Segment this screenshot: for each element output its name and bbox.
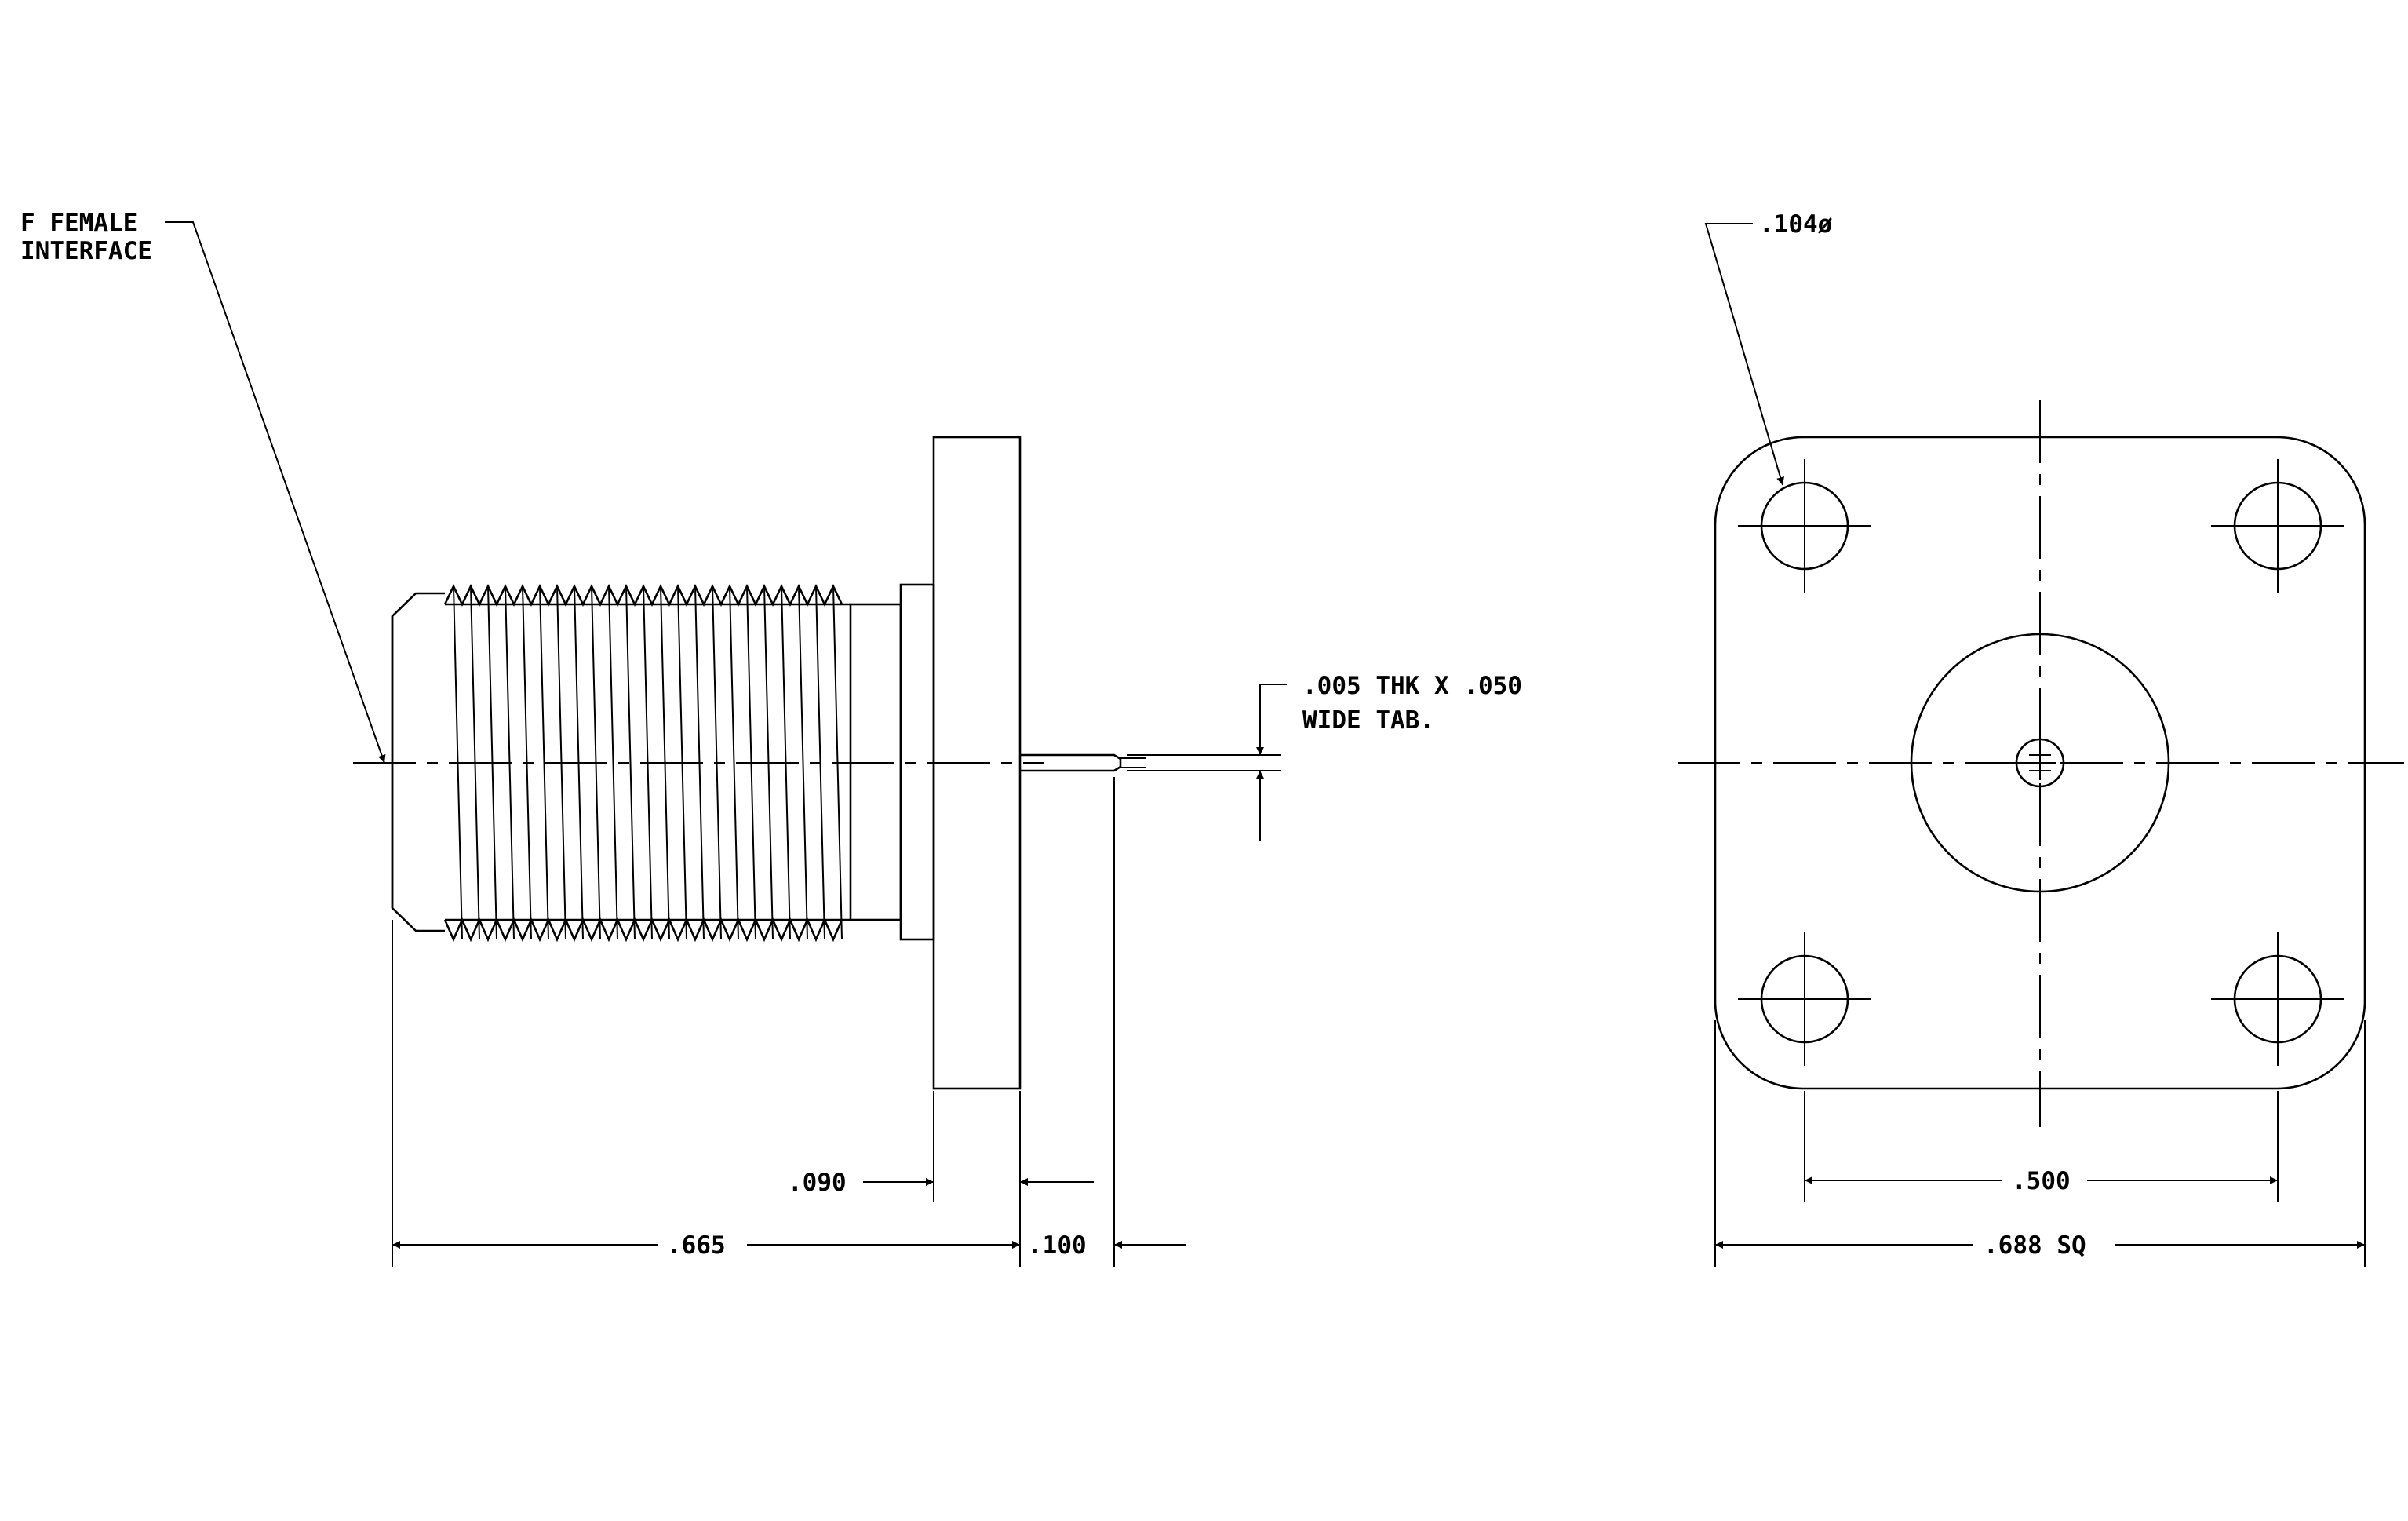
thread-line-6 — [556, 585, 566, 940]
side-view: .005 THK X .050 WIDE TAB. F FEMALE INTER… — [20, 209, 1522, 1267]
thread-line-10 — [625, 585, 636, 940]
thread-line-17 — [746, 585, 756, 940]
thread-line-7 — [574, 585, 584, 940]
thread-line-13 — [677, 585, 687, 940]
tab-callout: .005 THK X .050 WIDE TAB. — [1127, 672, 1522, 841]
threaded-body — [443, 583, 851, 943]
tab-callout-line1: .005 THK X .050 — [1302, 672, 1522, 700]
thread-line-3 — [505, 585, 515, 940]
mounting-hole-bottom-right — [2211, 932, 2344, 1066]
thread-line-19 — [781, 585, 791, 940]
mounting-hole-bottom-left — [1738, 932, 1871, 1066]
flange-side — [932, 436, 1022, 1090]
dim-tab-length-label: .100 — [1028, 1231, 1087, 1260]
tab-pin — [1020, 753, 1122, 772]
dim-hole-spacing-label: .500 — [2012, 1167, 2071, 1195]
mounting-hole-top-left — [1738, 459, 1871, 593]
dim-flange-square: .688 SQ — [1715, 1231, 2365, 1260]
dim-flange-square-label: .688 SQ — [1984, 1231, 2086, 1260]
thread-line-12 — [660, 585, 670, 940]
hole-callout: .104ø — [1704, 210, 1833, 486]
tab-callout-line2: WIDE TAB. — [1302, 706, 1434, 735]
body-circle — [1910, 633, 2170, 893]
interface-callout-line1: F FEMALE — [20, 209, 137, 237]
dim-flange-thickness-label: .090 — [788, 1169, 847, 1197]
thread-slant-lines — [453, 585, 843, 940]
front-view: .104ø .500 .688 SQ — [1678, 210, 2404, 1267]
interface-callout-line2: INTERFACE — [20, 237, 152, 265]
dim-body-length-label: .665 — [667, 1231, 726, 1260]
thread-line-9 — [608, 585, 618, 940]
thread-crest-bottom — [443, 917, 843, 943]
dim-hole-spacing: .500 — [1805, 1167, 2278, 1195]
dim-tab-length: .100 — [1028, 1231, 1186, 1260]
thread-line-1 — [470, 585, 480, 940]
thread-line-18 — [763, 585, 774, 940]
thread-line-4 — [522, 585, 532, 940]
thread-line-0 — [453, 585, 463, 940]
center-contact-circle — [2015, 738, 2065, 788]
dim-body-length: .665 — [392, 1231, 1020, 1260]
thread-line-20 — [798, 585, 808, 940]
thread-line-14 — [694, 585, 705, 940]
hole-callout-label: .104ø — [1759, 210, 1833, 239]
mounting-hole-top-right — [2211, 459, 2344, 593]
thread-line-8 — [591, 585, 601, 940]
thread-line-11 — [643, 585, 653, 940]
thread-line-22 — [832, 585, 843, 940]
thread-line-21 — [815, 585, 825, 940]
thread-line-2 — [487, 585, 497, 940]
thread-line-15 — [712, 585, 722, 940]
thread-line-16 — [729, 585, 739, 940]
thread-line-5 — [539, 585, 549, 940]
dim-flange-thickness: .090 — [788, 1169, 1094, 1197]
interface-callout: F FEMALE INTERFACE — [20, 209, 386, 764]
